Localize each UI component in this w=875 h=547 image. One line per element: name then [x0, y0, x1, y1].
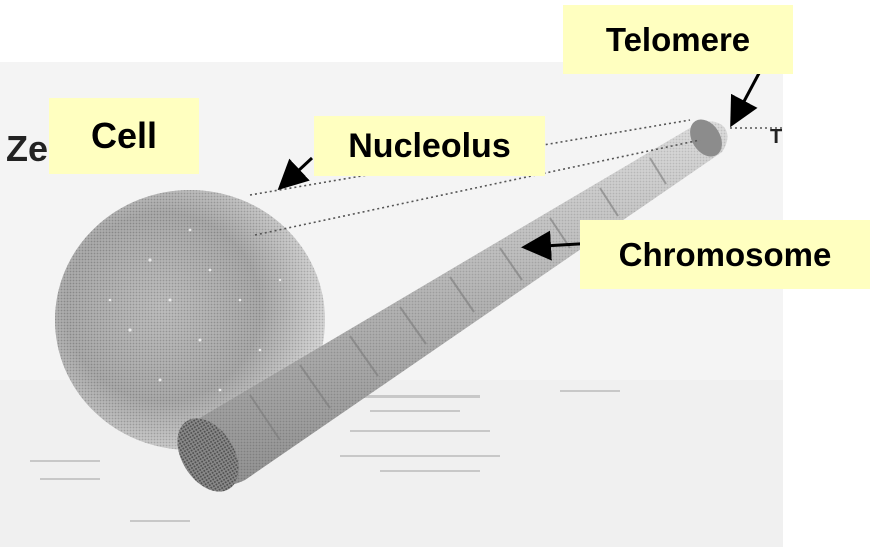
cell-label: Cell: [49, 98, 199, 174]
nucleolus-label: Nucleolus: [314, 116, 545, 176]
chromosome-label: Chromosome: [580, 220, 870, 289]
telomere-label: Telomere: [563, 5, 793, 74]
scan-right-margin: [783, 62, 875, 547]
scan-fragment-right: T: [770, 126, 782, 149]
scan-fragment-left: Ze: [6, 128, 48, 170]
